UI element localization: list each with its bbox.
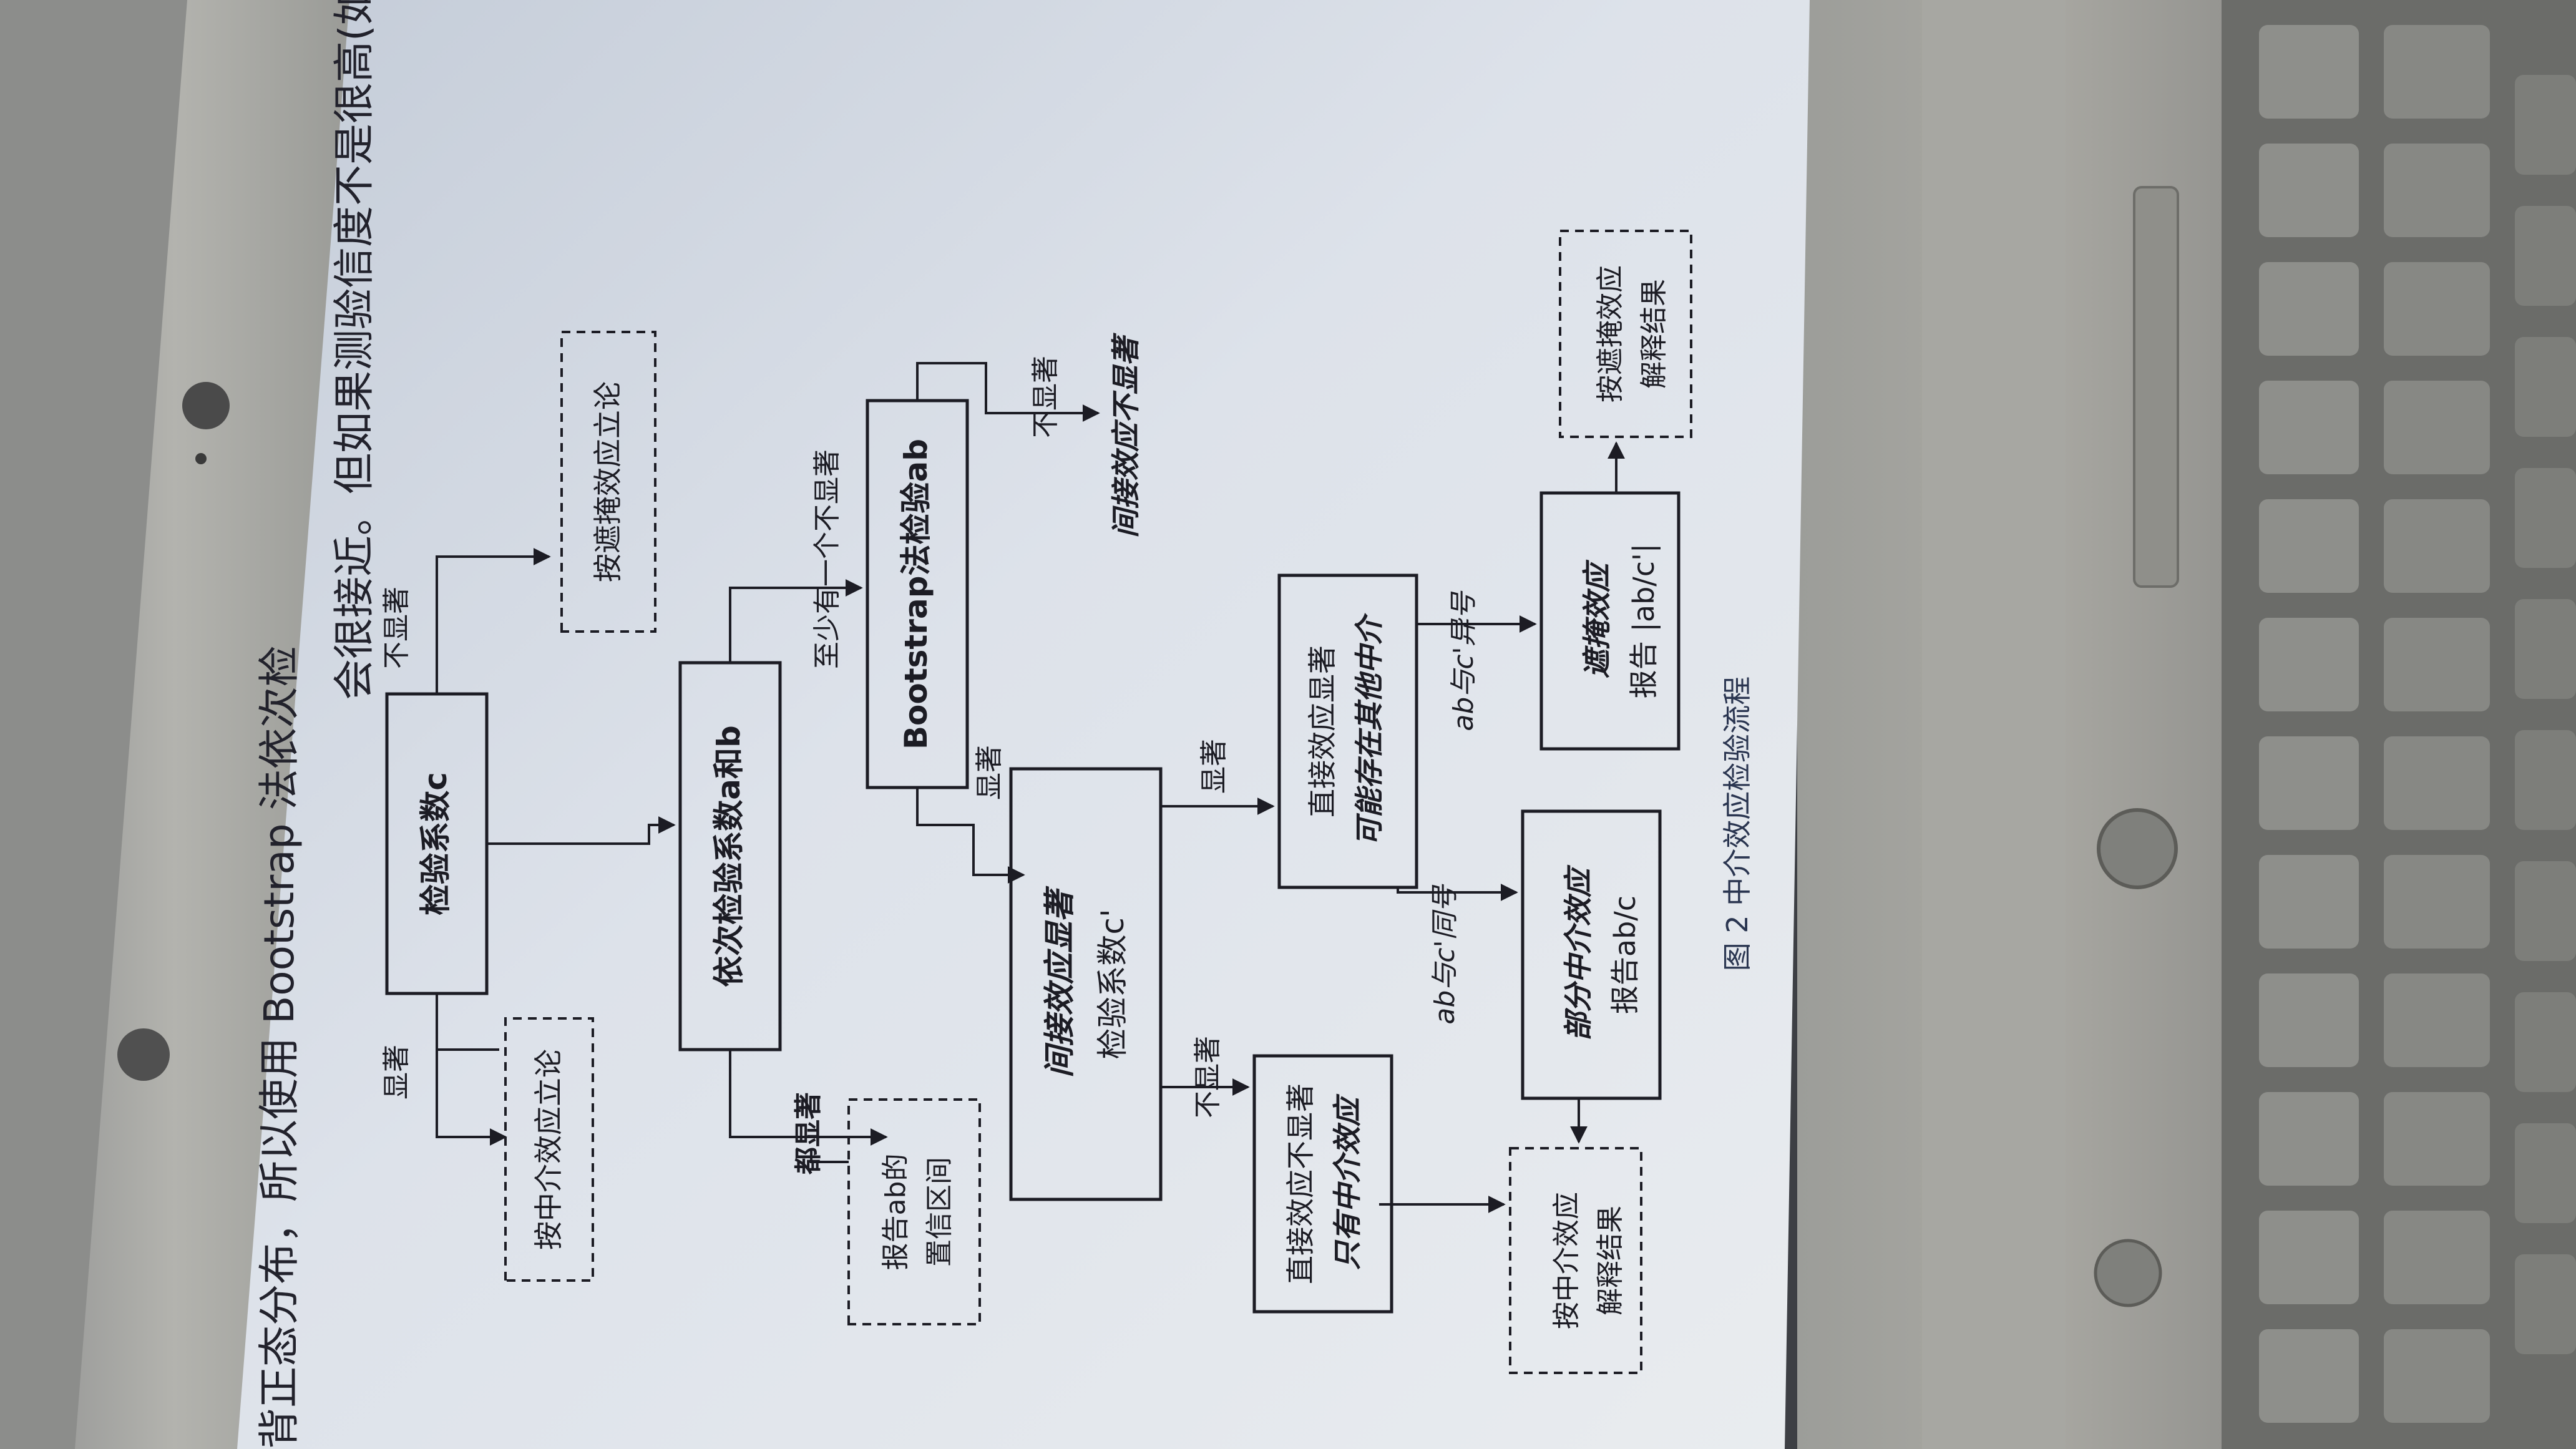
- box-indirect-sig: [1009, 767, 1163, 1201]
- media-button-icon[interactable]: [2094, 1239, 2162, 1307]
- box-direct-nonsig-label-2: 只有中介效应: [1330, 1093, 1364, 1270]
- suppress-l1: 遮掩效应: [1580, 559, 1614, 678]
- mediation-interp-l1: 按中介效应: [1551, 1192, 1583, 1329]
- partial-l1: 部分中介效应: [1561, 864, 1595, 1041]
- box-test-ab-seq-label: 依次检验系数a和b: [711, 725, 747, 987]
- edge-sig-label: 显著: [381, 1045, 412, 1100]
- body-text-line-1: 背正态分布，所以使用 Bootstrap 法依次检: [255, 645, 303, 1449]
- dash-suppression-theory-label: 按遮掩效应立论: [591, 381, 625, 582]
- box-direct-sig-label-2: 可能存在其他中介: [1352, 612, 1386, 846]
- box-partial-frame: [1521, 809, 1662, 1100]
- box-suppress-frame: [1539, 491, 1681, 751]
- box-indirect-sig-label-2: 检验系数c': [1095, 909, 1131, 1059]
- suppress-interp-l2: 解释结果: [1638, 279, 1670, 389]
- status-strip: [2133, 186, 2179, 588]
- edge-direct-sig-label: 显著: [1198, 739, 1230, 794]
- mediation-interp-l2: 解释结果: [1594, 1206, 1626, 1315]
- dash-mediation-interp-box: [1509, 1147, 1642, 1374]
- box-direct-sig-label-1: 直接效应显著: [1305, 645, 1339, 817]
- laptop-screen: [237, 0, 1810, 1449]
- box-direct-nonsig: [1252, 1054, 1393, 1314]
- edge-at-least-one-label: 至少有一个不显著: [811, 449, 843, 669]
- bezel-dot: [195, 453, 207, 464]
- dash-ci: [847, 1098, 981, 1325]
- edge-diff-sign-label: ab与c'异号: [1448, 590, 1480, 731]
- document-page: 背正态分布，所以使用 Bootstrap 法依次检 会很接近。但如果测验信度不是…: [255, 0, 1418, 1449]
- partial-l2: 报告ab/c: [1608, 895, 1642, 1014]
- dash-mediation-theory-label: 按中介效应立论: [532, 1049, 565, 1250]
- box-test-c-label: 检验系数c: [417, 772, 454, 915]
- dash-ci-label-2: 置信区间: [924, 1157, 955, 1267]
- power-icon[interactable]: [2097, 808, 2178, 889]
- box-direct-nonsig-label-1: 直接效应不显著: [1284, 1083, 1317, 1284]
- body-text-line-2: 会很接近。但如果测验信度不是很高(如只是通: [330, 0, 378, 700]
- suppress-interp-l1: 按遮掩效应: [1594, 265, 1626, 402]
- box-direct-sig: [1277, 573, 1418, 889]
- webcam-lens: [182, 382, 230, 429]
- lower-flow-region: ab与c'同号 ab与c'异号 按中介效应 解释结果 部分中介效应 报告ab/c…: [1379, 230, 1754, 1374]
- left-bezel-edge: [0, 0, 187, 1449]
- box-indirect-sig-label-1: 间接效应显著: [1042, 886, 1078, 1078]
- edge-boot-nonsig-label: 不显著: [1030, 356, 1061, 438]
- dash-suppress-interp-box: [1559, 230, 1692, 438]
- suppress-l2: 报告 |ab/c'|: [1627, 544, 1661, 698]
- edge-nonsig-label: 不显著: [381, 587, 412, 669]
- edge-boot-sig-label: 显著: [973, 745, 1005, 800]
- dash-ci-label-1: 报告ab的: [880, 1154, 912, 1271]
- keyboard: [2222, 0, 2576, 1449]
- edge-same-sign-label: ab与c'同号: [1429, 884, 1461, 1024]
- edge-direct-nonsig-label: 不显著: [1192, 1036, 1224, 1118]
- dash-suppression-theory: [560, 331, 656, 633]
- dash-mediation-theory: [504, 1017, 594, 1282]
- box-bootstrap-label: Bootstrap法检验ab: [898, 439, 934, 749]
- hinge-bar: [1922, 0, 2066, 1449]
- figure-caption: 图 2 中介效应检验流程: [1720, 676, 1754, 972]
- webcam-lens-2: [117, 1028, 170, 1081]
- indirect-nonsig-text: 间接效应不显著: [1109, 333, 1143, 538]
